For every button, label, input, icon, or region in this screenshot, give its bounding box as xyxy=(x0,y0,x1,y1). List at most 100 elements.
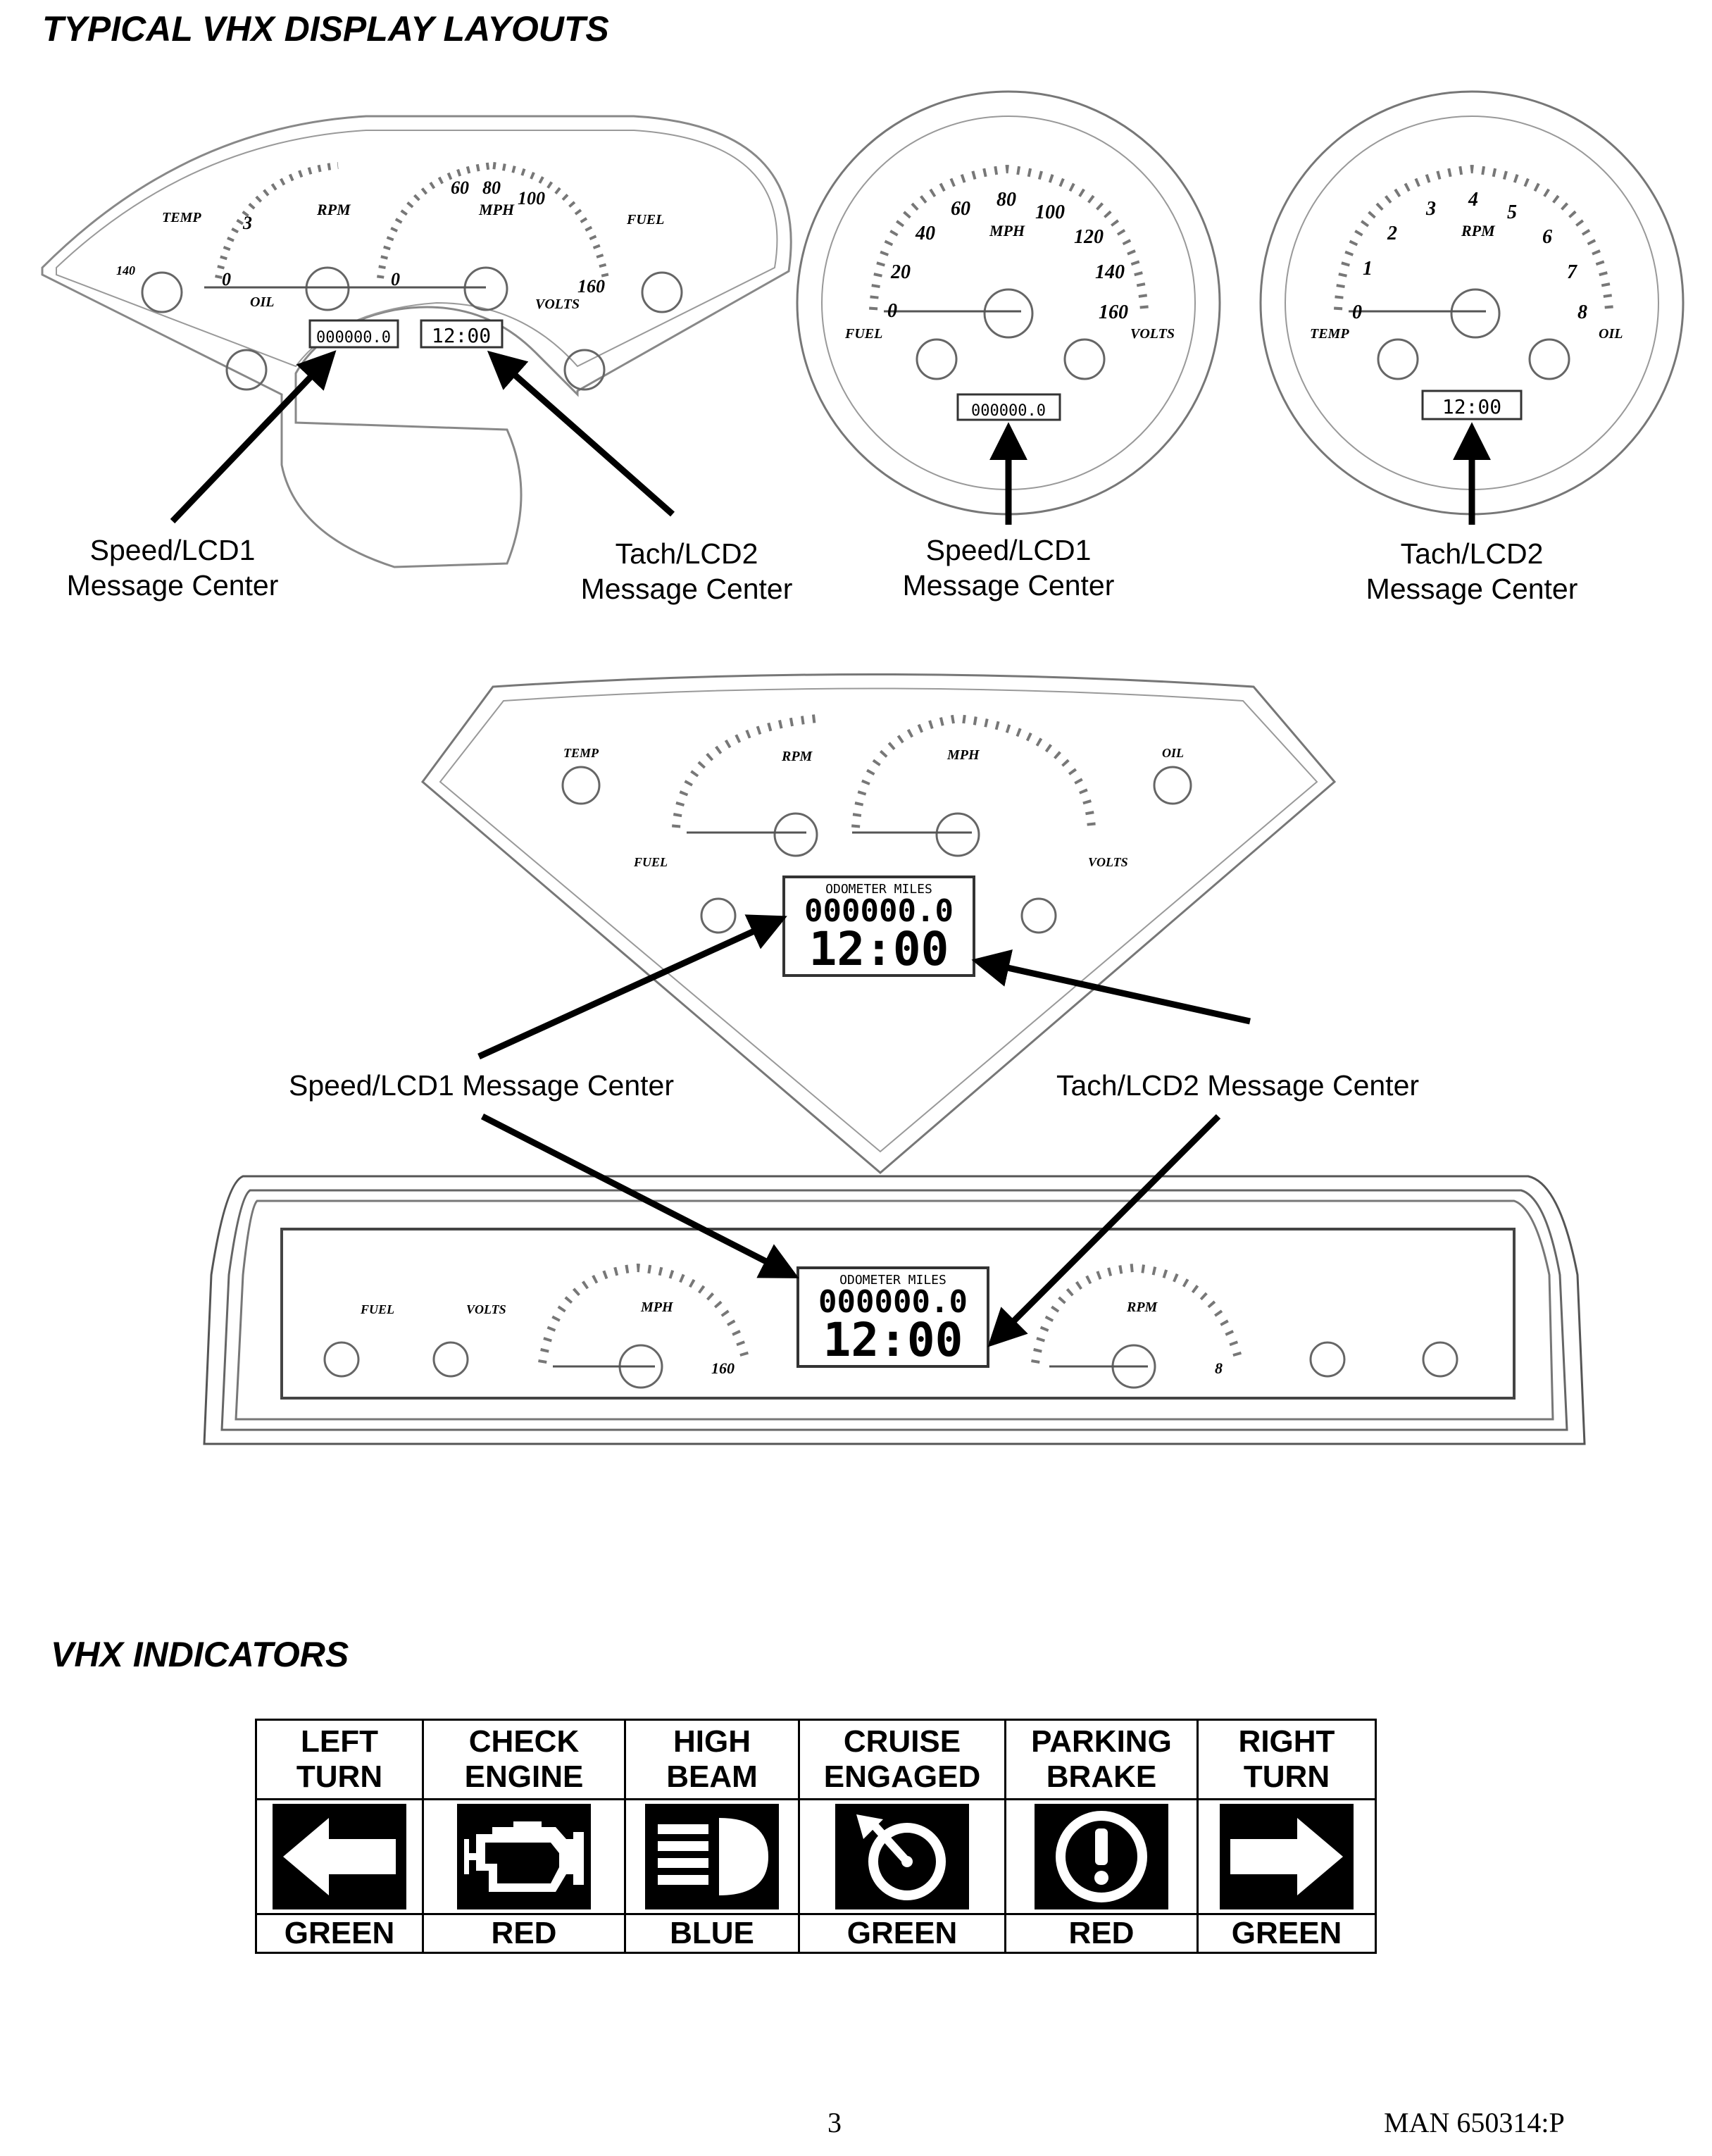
cruise-engaged-color: GREEN xyxy=(798,1913,1006,1954)
fan-mph-tick-160: 160 xyxy=(577,276,605,297)
check-engine-icon-cell xyxy=(422,1798,626,1915)
left-turn-color: GREEN xyxy=(255,1913,424,1954)
speedo-callout-line2: Message Center xyxy=(903,569,1115,602)
fan-temp-label: TEMP xyxy=(162,210,201,225)
high-beam-color: BLUE xyxy=(624,1913,800,1954)
speedo-tick-140: 140 xyxy=(1095,261,1125,283)
tach-tick-2: 2 xyxy=(1387,223,1397,244)
speedo-fuel-label: FUEL xyxy=(844,326,882,342)
fan-rpm-tick-0: 0 xyxy=(222,269,231,289)
fan-mph-label: MPH xyxy=(478,201,515,218)
speedo-tick-100: 100 xyxy=(1035,201,1065,223)
round-tach-panel: RPM 0 1 2 3 4 5 6 7 8 TEMP OIL 12:00 Tac… xyxy=(1259,90,1685,605)
hdash-rpm-label: RPM xyxy=(1126,1300,1158,1315)
tach-tick-1: 1 xyxy=(1363,258,1373,280)
parking-brake-color: RED xyxy=(1004,1913,1199,1954)
fan-oil-label: OIL xyxy=(250,294,274,310)
tach-callout-line1: Tach/LCD2 xyxy=(1401,537,1544,570)
tach-clock-value: 12:00 xyxy=(1442,395,1501,418)
cruise-icon-cell xyxy=(798,1798,1006,1915)
speedo-tick-80: 80 xyxy=(996,189,1016,211)
fan-speed-callout-line1: Speed/LCD1 xyxy=(90,534,256,566)
hdash-fuel-label: FUEL xyxy=(360,1302,394,1316)
speedo-tick-60: 60 xyxy=(951,198,970,220)
page-number: 3 xyxy=(827,2107,842,2138)
speedo-mph-label: MPH xyxy=(989,222,1025,239)
tach-rpm-label: RPM xyxy=(1461,222,1496,239)
tach-tick-5: 5 xyxy=(1507,201,1517,223)
hdash-rpm-tick-8: 8 xyxy=(1215,1359,1223,1377)
speedo-odometer-value: 000000.0 xyxy=(971,402,1046,420)
fan-tach-callout-line2: Message Center xyxy=(581,573,793,605)
speedo-tick-120: 120 xyxy=(1074,226,1104,248)
hdash-volts-label: VOLTS xyxy=(466,1302,506,1316)
hdash-odometer-value: 000000.0 xyxy=(818,1284,968,1320)
left-turn-icon-cell xyxy=(255,1798,424,1915)
hdash-odometer-caption: ODOMETER MILES xyxy=(839,1273,946,1288)
vdash-rpm-label: RPM xyxy=(781,749,813,764)
speedo-tick-0: 0 xyxy=(887,300,897,322)
fan-clock-value: 12:00 xyxy=(432,324,491,347)
vdash-fuel-label: FUEL xyxy=(633,855,668,869)
fan-odometer-value: 000000.0 xyxy=(316,329,391,347)
parking-brake-icon xyxy=(1056,1811,1147,1902)
hdash-mph-tick-160: 160 xyxy=(711,1359,735,1377)
fan-volts-label: VOLTS xyxy=(535,297,580,312)
indicator-colors-row: GREEN RED BLUE GREEN RED GREEN xyxy=(255,1913,1377,1954)
fan-mph-tick-60: 60 xyxy=(451,177,469,198)
fan-tach-callout-line1: Tach/LCD2 xyxy=(616,537,758,570)
fan-mph-tick-80: 80 xyxy=(482,177,501,198)
speed-callout-full: Speed/LCD1 Message Center xyxy=(289,1069,674,1102)
high-beam-icon xyxy=(658,1818,768,1895)
fan-fuel-label: FUEL xyxy=(626,212,664,228)
vdash-odometer-caption: ODOMETER MILES xyxy=(825,882,932,897)
left-arrow-icon xyxy=(283,1818,396,1895)
check-engine-icon xyxy=(464,1821,584,1892)
indicators-title: VHX INDICATORS xyxy=(51,1635,349,1674)
speedo-callout-line1: Speed/LCD1 xyxy=(926,534,1092,566)
vdash-oil-label: OIL xyxy=(1162,746,1184,760)
fan-rpm-label: RPM xyxy=(316,201,351,218)
speedo-tick-20: 20 xyxy=(890,261,911,283)
fan-speed-callout-line2: Message Center xyxy=(67,569,279,602)
tach-tick-4: 4 xyxy=(1468,189,1478,211)
tach-tick-8: 8 xyxy=(1577,301,1587,323)
document-id: MAN 650314:P xyxy=(1384,2107,1565,2138)
tach-oil-label: OIL xyxy=(1599,326,1623,342)
fan-dash-panel: RPM MPH TEMP FUEL OIL VOLTS 140 0 3 0 60… xyxy=(41,115,793,605)
hdash-mph-label: MPH xyxy=(640,1300,674,1315)
vdash-clock-value: 12:00 xyxy=(809,922,949,976)
fan-mph-tick-100: 100 xyxy=(518,188,545,208)
vdash-mph-label: MPH xyxy=(946,747,980,763)
display-layouts-illustration: RPM MPH TEMP FUEL OIL VOLTS 140 0 3 0 60… xyxy=(41,90,1685,1445)
check-engine-color: RED xyxy=(422,1913,626,1954)
right-turn-color: GREEN xyxy=(1196,1913,1377,1954)
horizontal-dash-panel: MPH RPM FUEL VOLTS 160 8 ODOMETER MILES … xyxy=(203,1113,1586,1445)
round-speedo-panel: MPH 0 20 40 60 80 100 120 140 160 FUEL V… xyxy=(796,90,1221,602)
tach-temp-label: TEMP xyxy=(1310,326,1349,342)
vdash-volts-label: VOLTS xyxy=(1088,855,1128,869)
tach-callout-full: Tach/LCD2 Message Center xyxy=(1056,1069,1419,1102)
fan-mph-tick-0: 0 xyxy=(391,269,400,289)
right-turn-icon-cell xyxy=(1196,1798,1377,1915)
vdash-odometer-value: 000000.0 xyxy=(804,893,954,929)
fan-temp-tick-140: 140 xyxy=(116,263,135,278)
speedo-tick-40: 40 xyxy=(915,223,935,244)
tach-tick-7: 7 xyxy=(1567,261,1577,283)
cruise-icon xyxy=(856,1814,946,1900)
tach-callout-line2: Message Center xyxy=(1366,573,1578,605)
tach-tick-3: 3 xyxy=(1425,198,1436,220)
tach-tick-6: 6 xyxy=(1542,226,1552,248)
parking-brake-icon-cell xyxy=(1004,1798,1199,1915)
indicator-icons-row xyxy=(255,1798,1377,1915)
speedo-volts-label: VOLTS xyxy=(1130,326,1175,342)
high-beam-icon-cell xyxy=(624,1798,800,1915)
